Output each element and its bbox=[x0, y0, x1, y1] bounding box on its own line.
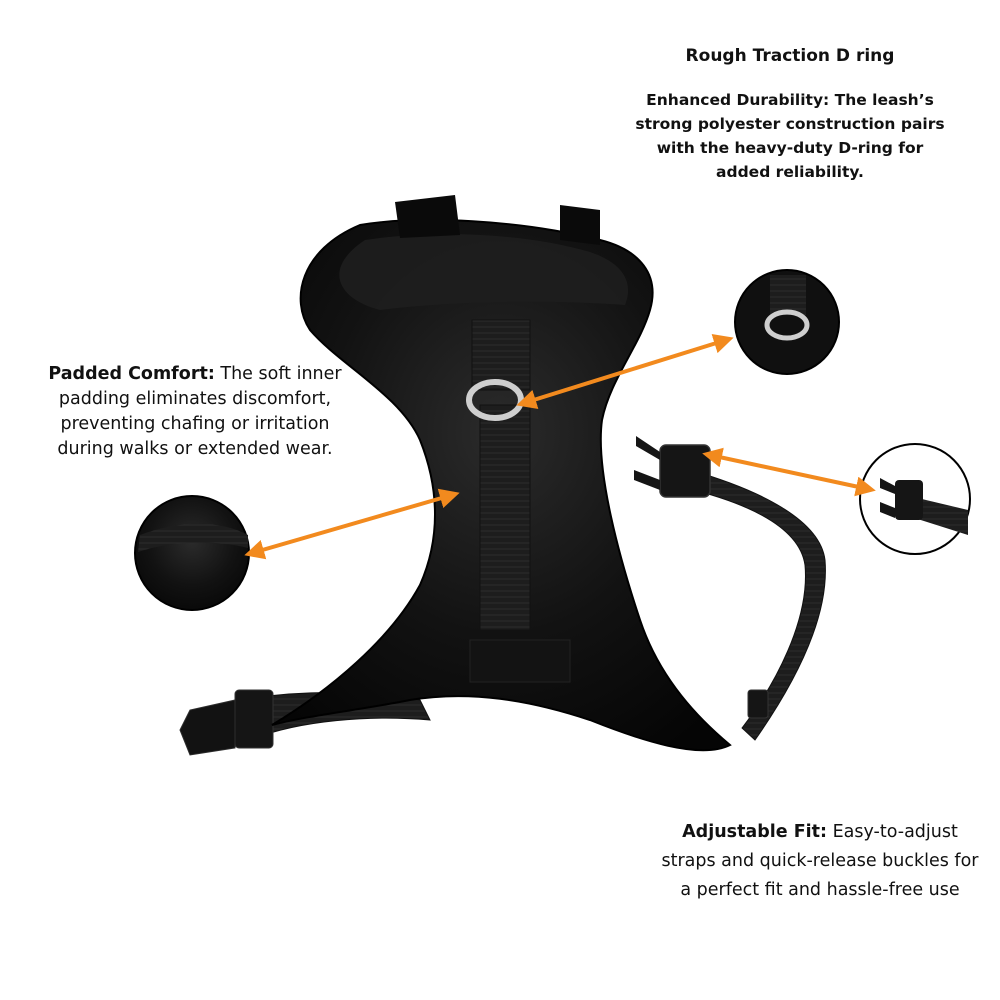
adjustable-fit-body: Easy-to-adjust straps and quick-release … bbox=[661, 822, 979, 900]
adjustable-fit-callout: Adjustable Fit: Easy-to-adjust straps an… bbox=[660, 818, 980, 905]
arrow-buckle bbox=[702, 447, 876, 497]
padded-comfort-callout: Padded Comfort: The soft inner padding e… bbox=[30, 362, 360, 462]
dring-callout-body: Enhanced Durability: The leash’s strong … bbox=[635, 91, 945, 181]
dring-callout-title: Rough Traction D ring bbox=[685, 46, 895, 66]
arrow-padding bbox=[244, 488, 460, 560]
adjustable-fit-lead: Adjustable Fit: bbox=[682, 822, 828, 842]
chest-strap bbox=[466, 319, 531, 631]
side-buckle-icon bbox=[234, 689, 274, 749]
arrow-dring bbox=[516, 334, 734, 409]
quick-release-buckle-icon bbox=[659, 444, 711, 498]
padded-comfort-body: The soft inner padding eliminates discom… bbox=[57, 364, 342, 459]
buckle-closeup-icon bbox=[895, 480, 923, 520]
velcro-patch bbox=[469, 639, 571, 683]
zoom-circle-dring bbox=[734, 269, 840, 375]
padded-comfort-lead: Padded Comfort: bbox=[48, 364, 215, 384]
zoom-circle-padding bbox=[134, 495, 250, 611]
side-strap-right bbox=[634, 436, 826, 741]
d-ring-closeup-icon bbox=[764, 309, 810, 341]
zoom-circle-buckle bbox=[859, 443, 971, 555]
